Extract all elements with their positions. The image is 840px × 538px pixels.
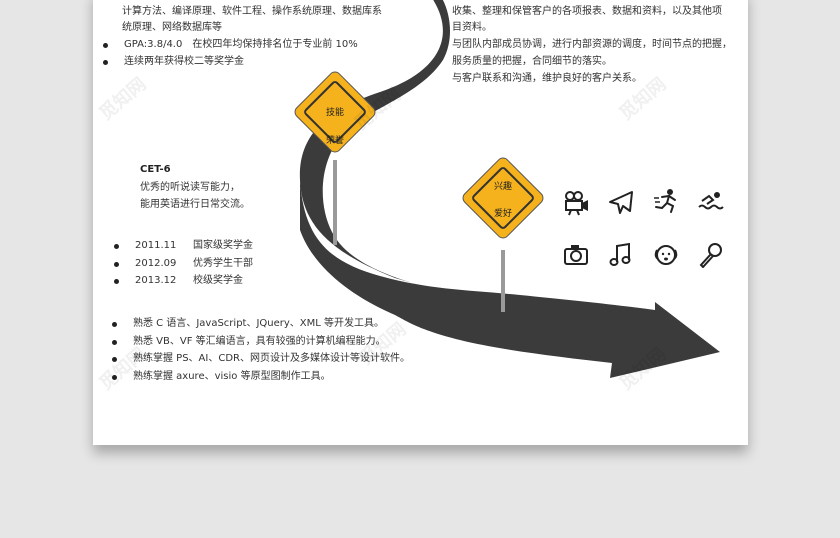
award-name-1: 国家级奖学金 <box>193 240 253 251</box>
road-lower <box>300 180 720 378</box>
work-line-3: 与团队内部成员协调，进行内部资源的调度，时间节点的把握， <box>452 39 732 50</box>
skill-item-3: 熟练掌握 PS、AI、CDR、网页设计及多媒体设计等设计软件。 <box>112 351 410 367</box>
award-name-3: 校级奖学金 <box>193 275 243 286</box>
scholarship-item: 连续两年获得校二等奖学金 <box>103 54 244 70</box>
music-note-icon <box>609 242 631 266</box>
camera-icon <box>564 245 588 265</box>
video-camera-icon <box>565 191 588 216</box>
sign-hobby <box>462 157 544 239</box>
award-date-2: 2012.09 <box>113 256 176 272</box>
running-icon <box>654 189 676 213</box>
award-name-2: 优秀学生干部 <box>193 258 253 269</box>
cet-line-2: 能用英语进行日常交流。 <box>140 199 250 210</box>
swimming-icon <box>698 192 724 210</box>
gpa-item: GPA:3.8/4.0 在校四年均保持排名位于专业前 10% <box>103 37 358 53</box>
sign-skills <box>294 71 376 153</box>
work-line-2: 目资料。 <box>452 22 492 33</box>
dog-icon <box>654 245 678 265</box>
cet-line-1: 优秀的听说读写能力， <box>140 182 240 193</box>
skill-item-2: 熟悉 VB、VF 等汇编语言，具有较强的计算机编程能力。 <box>112 334 386 350</box>
award-date-3: 2013.12 <box>113 273 176 289</box>
sign-hobby-label-bottom: 爱好 <box>493 209 512 219</box>
courses-line-1: 计算方法、编译原理、软件工程、操作系统原理、数据库系 <box>122 6 382 17</box>
award-date-1: 2011.11 <box>113 238 176 254</box>
cet-title: CET-6 <box>140 164 171 175</box>
work-line-5: 与客户联系和沟通，维护良好的客户关系。 <box>452 73 642 84</box>
courses-line-2: 统原理、网络数据库等 <box>122 22 222 33</box>
skill-item-4: 熟练掌握 axure、visio 等原型图制作工具。 <box>112 369 331 385</box>
microphone-icon <box>699 243 722 268</box>
work-line-1: 收集、整理和保管客户的各项报表、数据和资料，以及其他项 <box>452 6 722 17</box>
work-line-4: 服务质量的把握，合同细节的落实。 <box>452 56 612 67</box>
sign-skills-label-top: 技能 <box>325 108 344 118</box>
sign-hobby-label-top: 兴趣 <box>493 182 512 192</box>
airplane-icon <box>609 191 633 214</box>
sign-skills-label-bottom: 荣誉 <box>325 136 344 146</box>
skill-item-1: 熟悉 C 语言、JavaScript、JQuery、XML 等开发工具。 <box>111 316 384 332</box>
